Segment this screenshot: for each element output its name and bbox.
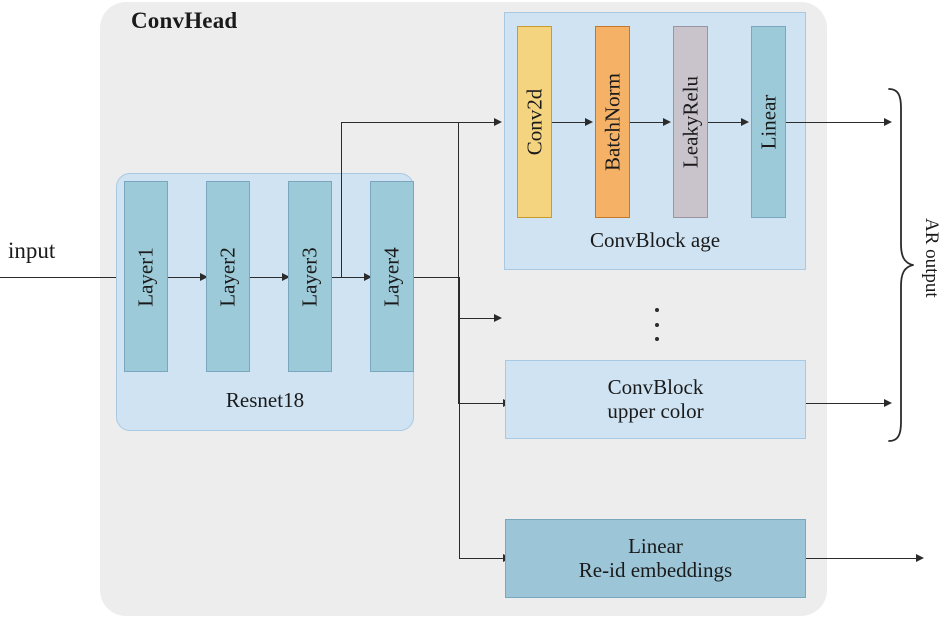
to-upper-color-line <box>458 403 505 404</box>
batchnorm-to-leakyrelu-arrow <box>663 117 671 126</box>
to-reid-line <box>459 558 505 559</box>
layer2-to-layer3-arrow <box>282 272 290 281</box>
layer1-box[interactable]: Layer1 <box>124 181 168 372</box>
conv2d-to-batchnorm-arrow <box>585 117 593 126</box>
batchnorm-box[interactable]: BatchNorm <box>595 26 630 218</box>
convblock-linear-label: Linear <box>756 94 780 150</box>
layer2-box[interactable]: Layer2 <box>206 181 250 372</box>
convblock-age-caption: ConvBlock age <box>589 228 721 252</box>
leakyrelu-label: LeakyRelu <box>678 75 702 169</box>
layer3-to-layer4-line <box>332 277 366 278</box>
skip-branch-top-line <box>341 122 488 123</box>
skip-branch-riser <box>341 122 342 278</box>
to-ellipsis-branch-arrow <box>494 313 502 322</box>
to-ellipsis-branch-line <box>458 318 496 319</box>
input-arrow-line <box>0 277 132 278</box>
leakyrelu-to-linear-line <box>708 122 743 123</box>
to-convblock-age-arrow <box>494 117 502 126</box>
batchnorm-to-leakyrelu-line <box>630 122 665 123</box>
layer1-to-layer2-line <box>168 277 202 278</box>
conv2d-label: Conv2d <box>522 88 546 156</box>
skip-branch-dropper <box>458 122 459 404</box>
upper-color-output-line <box>806 403 886 404</box>
leakyrelu-box[interactable]: LeakyRelu <box>673 26 708 218</box>
layer3-label: Layer3 <box>297 246 322 307</box>
convblock-upper-color-box[interactable]: ConvBlock upper color <box>505 360 806 439</box>
reid-head-box[interactable]: Linear Re-id embeddings <box>505 519 806 598</box>
to-convblock-age-line <box>458 122 496 123</box>
layer1-to-layer2-arrow <box>200 272 208 281</box>
convblock-linear-box[interactable]: Linear <box>751 26 786 218</box>
layer2-label: Layer2 <box>215 246 240 307</box>
convhead-title: ConvHead <box>131 8 238 33</box>
input-label: input <box>8 238 56 263</box>
reid-head-line1: Linear <box>628 533 683 558</box>
age-output-arrow <box>884 117 892 126</box>
reid-branch-dropper <box>459 277 460 559</box>
leakyrelu-to-linear-arrow <box>741 117 749 126</box>
layer4-label: Layer4 <box>379 246 404 307</box>
reid-head-label: Linear Re-id embeddings <box>506 534 805 584</box>
layer2-to-layer3-line <box>250 277 284 278</box>
resnet18-caption: Resnet18 <box>225 388 305 412</box>
convblock-upper-color-line2: upper color <box>607 399 704 424</box>
reid-head-line2: Re-id embeddings <box>578 558 733 583</box>
layer1-label: Layer1 <box>133 246 158 307</box>
batchnorm-label: BatchNorm <box>600 73 624 171</box>
layer4-box[interactable]: Layer4 <box>370 181 414 372</box>
layer3-to-layer4-arrow <box>364 272 372 281</box>
conv2d-box[interactable]: Conv2d <box>517 26 552 218</box>
ellipsis-indicator <box>654 308 659 341</box>
layer3-box[interactable]: Layer3 <box>288 181 332 372</box>
reid-output-arrow <box>916 553 924 562</box>
ar-output-label: AR output <box>921 218 942 298</box>
upper-color-output-arrow <box>884 398 892 407</box>
convblock-upper-color-line1: ConvBlock <box>607 374 704 399</box>
convblock-upper-color-label: ConvBlock upper color <box>506 375 805 425</box>
age-output-line <box>786 122 886 123</box>
conv2d-to-batchnorm-line <box>552 122 587 123</box>
reid-output-line <box>806 558 918 559</box>
layer4-out-line <box>414 277 460 278</box>
ar-output-brace <box>886 86 916 444</box>
